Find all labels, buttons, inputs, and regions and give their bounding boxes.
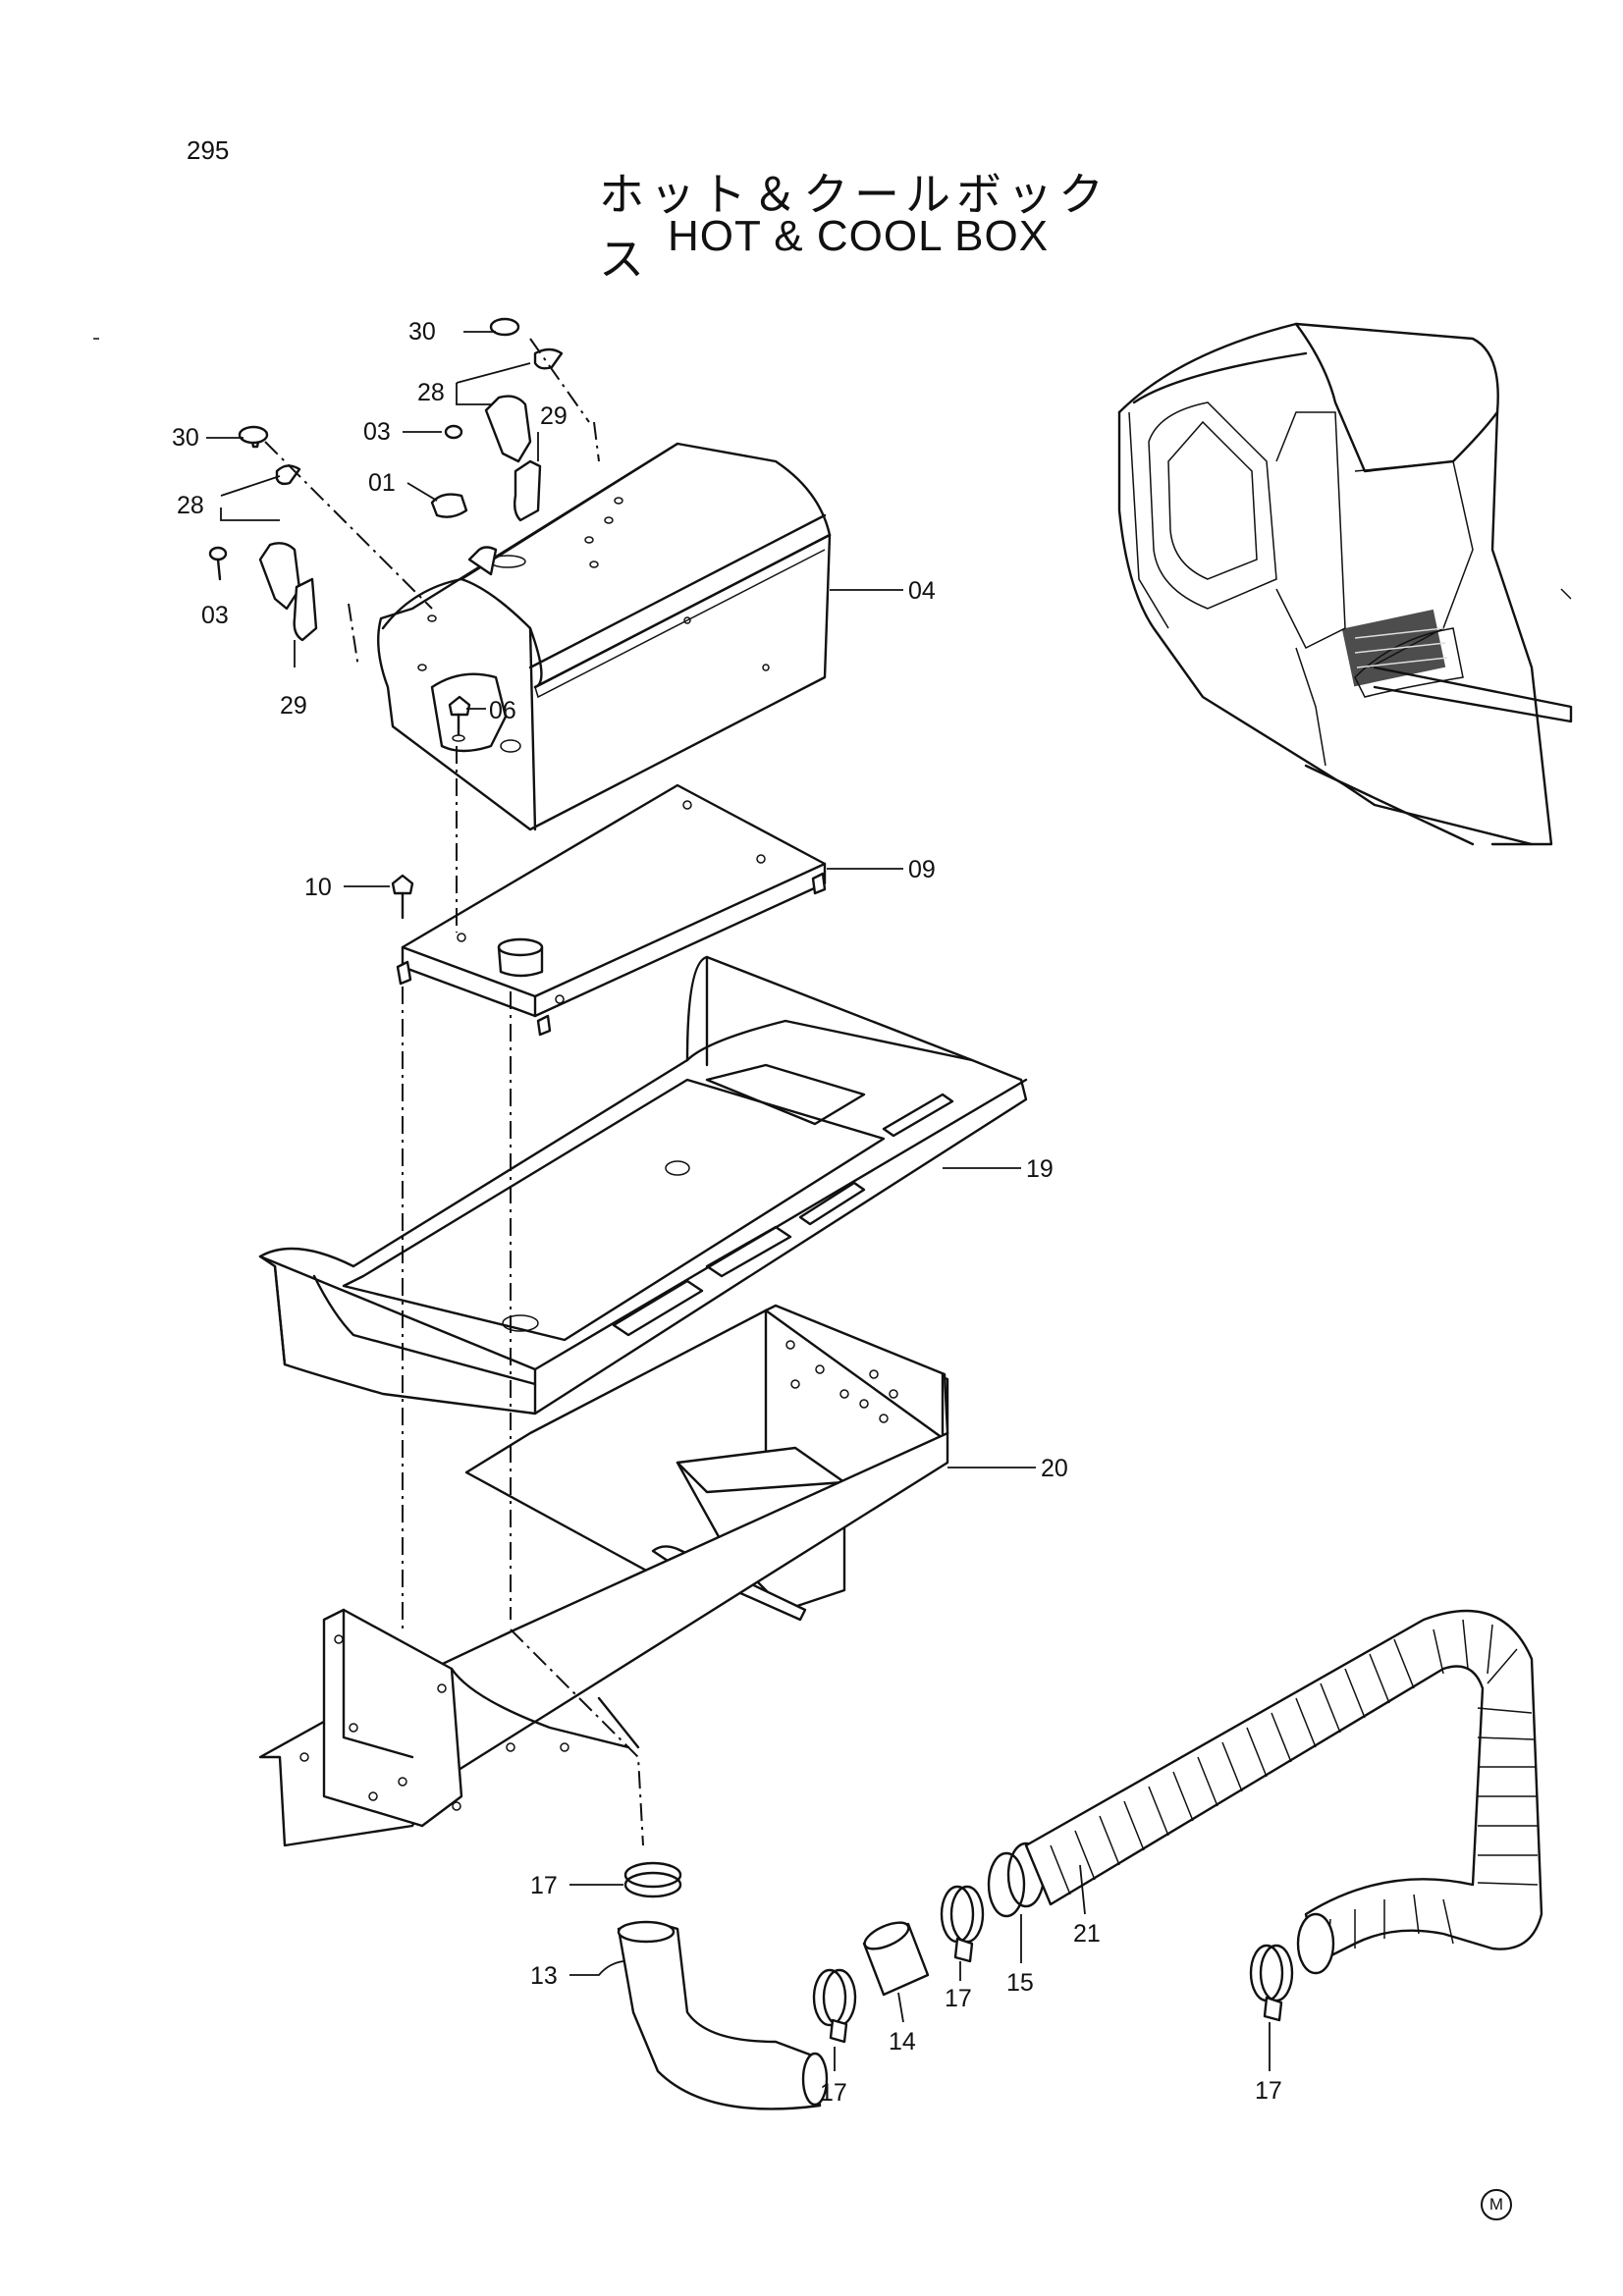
elbow-hose-part-13 <box>617 1920 829 2110</box>
hose-clamp-part-17-left <box>812 1968 857 2044</box>
latch-hardware-upper <box>430 317 564 522</box>
callout-04: 04 <box>908 577 936 605</box>
callout-09: 09 <box>908 856 936 883</box>
callout-19: 19 <box>1026 1155 1054 1183</box>
callout-03-left: 03 <box>201 602 229 629</box>
bolt-part-10 <box>391 874 414 920</box>
callout-17-right: 17 <box>1255 2077 1282 2105</box>
callout-13: 13 <box>530 1962 558 1990</box>
assembly-line <box>510 1629 644 1846</box>
callout-28-left: 28 <box>177 492 204 519</box>
callout-10: 10 <box>304 874 332 901</box>
latch-hardware-left <box>208 425 498 642</box>
adapter-part-15 <box>987 1842 1046 1918</box>
console-tray-part-19 <box>258 955 1028 1415</box>
callout-15: 15 <box>1006 1969 1034 1997</box>
callout-numbers: 30 28 03 29 30 28 01 03 29 04 06 10 09 1… <box>172 318 1282 2107</box>
callout-29-upper: 29 <box>540 402 568 430</box>
assembly-line <box>529 338 590 423</box>
callout-14: 14 <box>889 2028 916 2056</box>
callout-30-upper: 30 <box>408 318 436 346</box>
callout-21: 21 <box>1073 1920 1101 1948</box>
callout-30-left: 30 <box>172 424 199 452</box>
page-number: 295 <box>187 135 230 165</box>
callout-17-mid: 17 <box>945 1985 972 2012</box>
hose-clamp-part-17-right <box>1249 1944 1294 2022</box>
callout-01: 01 <box>368 469 396 497</box>
callout-17-top: 17 <box>530 1872 558 1899</box>
assembly-line <box>264 441 433 610</box>
mounting-plate-part-09 <box>396 783 827 1037</box>
bolt-part-06 <box>448 695 471 742</box>
title-japanese: ホット＆クールボックス <box>599 168 1109 286</box>
callout-17-left: 17 <box>820 2079 847 2107</box>
callout-03-upper: 03 <box>363 418 391 446</box>
assembly-line <box>348 603 359 668</box>
title-english: HOT & COOL BOX <box>668 212 1050 260</box>
assembly-line <box>593 421 600 462</box>
callout-29-left: 29 <box>280 692 307 720</box>
cab-location-inset <box>1117 322 1573 846</box>
callout-28-upper: 28 <box>417 379 445 406</box>
box-cover-part-04 <box>377 442 832 831</box>
callout-20: 20 <box>1041 1455 1068 1482</box>
duct-hose-part-21 <box>1024 1609 1543 1975</box>
base-plate <box>258 1431 949 1847</box>
callout-leaders <box>206 331 1271 2071</box>
callout-06: 06 <box>489 697 516 724</box>
sleeve-part-14 <box>862 1921 930 1997</box>
hose-clamp-part-17-mid <box>940 1885 985 1963</box>
manufacturer-mark: M <box>1481 2189 1512 2220</box>
hose-clamp-part-17-top <box>623 1861 682 1898</box>
